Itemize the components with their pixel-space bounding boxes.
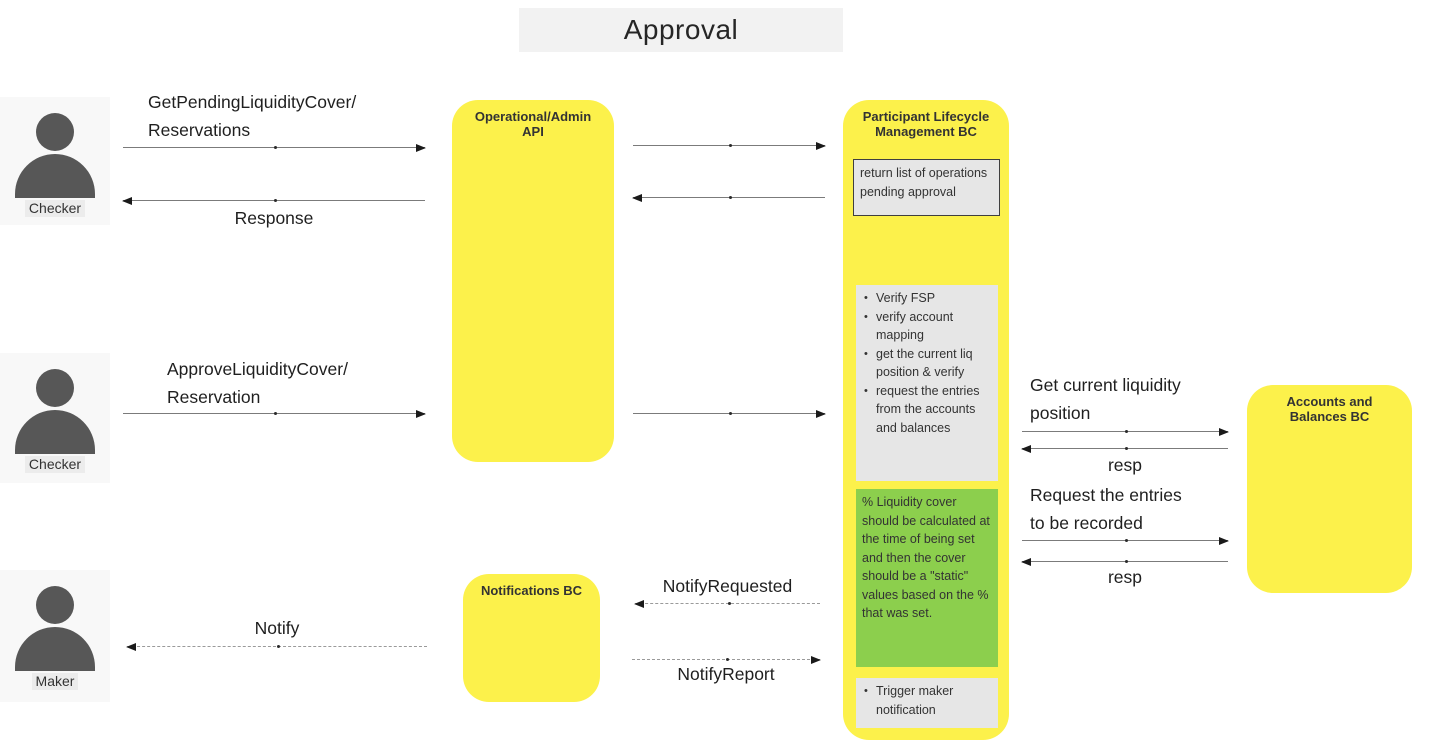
actor-checker-middle: Checker <box>0 353 110 483</box>
arrow-resp-1 <box>1021 444 1228 453</box>
component-title: Notifications BC <box>480 583 583 598</box>
arrow-notify <box>126 642 427 651</box>
label-notify-report: NotifyReport <box>677 664 775 684</box>
label-resp-2: resp <box>1107 567 1143 587</box>
note-bullet: Trigger maker notification <box>862 682 992 719</box>
note-bullet: get the current liq position & verify <box>862 345 992 382</box>
component-title: Operational/Admin API <box>474 109 592 139</box>
actor-label: Maker <box>31 673 79 690</box>
label-resp-1: resp <box>1107 455 1143 475</box>
label-notify: Notify <box>254 618 300 638</box>
arrow-api-to-plm-request <box>633 141 826 150</box>
actor-checker-top: Checker <box>0 97 110 225</box>
arrow-request-entries <box>1022 536 1229 545</box>
note-bullet: Verify FSP <box>862 289 992 308</box>
label-approve: ApproveLiquidityCover/ Reservation <box>167 359 348 407</box>
arrow-response <box>122 196 425 205</box>
note-bullet: verify account mapping <box>862 308 992 345</box>
note-verify-steps: Verify FSP verify account mapping get th… <box>856 285 998 481</box>
label-get-current-liquidity: Get current liquidity position <box>1030 375 1181 423</box>
note-trigger-maker: Trigger maker notification <box>856 678 998 728</box>
arrow-plm-to-api-response <box>632 193 825 202</box>
person-icon <box>0 369 110 454</box>
note-return-list: return list of operations pending approv… <box>853 159 1000 216</box>
label-request-entries: Request the entries to be recorded <box>1030 485 1182 533</box>
arrow-notify-requested <box>634 599 820 608</box>
person-icon <box>0 113 110 198</box>
component-notifications-bc: Notifications BC <box>463 574 600 702</box>
component-title: Participant Lifecycle Management BC <box>862 109 990 139</box>
label-get-pending: GetPendingLiquidityCover/ Reservations <box>148 92 357 140</box>
actor-label: Checker <box>24 456 86 473</box>
component-accounts-and-balances-bc: Accounts and Balances BC <box>1247 385 1412 593</box>
component-title: Accounts and Balances BC <box>1286 394 1373 424</box>
component-operational-admin-api: Operational/Admin API <box>452 100 614 462</box>
arrow-notify-report <box>632 655 821 664</box>
arrow-api-to-plm-approve <box>633 409 826 418</box>
arrow-get-pending <box>123 143 426 152</box>
arrow-approve <box>123 409 426 418</box>
label-notify-requested: NotifyRequested <box>662 576 793 596</box>
arrow-resp-2 <box>1021 557 1228 566</box>
person-icon <box>0 586 110 671</box>
arrow-get-current-liquidity <box>1022 427 1229 436</box>
label-response: Response <box>234 208 314 228</box>
diagram-title: Approval <box>519 8 843 52</box>
actor-maker: Maker <box>0 570 110 702</box>
note-bullet: request the entries from the accounts an… <box>862 382 992 438</box>
note-liquidity-cover: % Liquidity cover should be calculated a… <box>856 489 998 667</box>
actor-label: Checker <box>24 200 86 217</box>
